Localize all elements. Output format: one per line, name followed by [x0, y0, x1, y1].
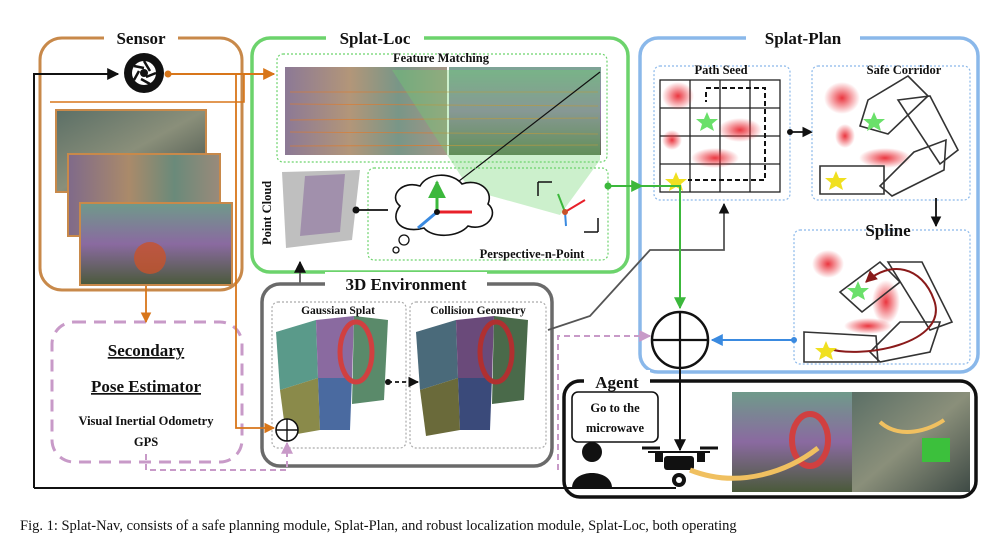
command-line-2: microwave [586, 421, 645, 435]
secondary-pose-estimator: Secondary Pose Estimator Visual Inertial… [50, 320, 244, 464]
collision-geometry-image [416, 316, 528, 436]
render-image [449, 67, 601, 155]
gaussian-splat-panel [271, 301, 407, 449]
secondary-to-sum-arrow [557, 330, 652, 470]
corridor-goal-star-icon [863, 112, 885, 131]
environment-title-bg [325, 272, 487, 296]
cloud-connector-dot [352, 206, 360, 214]
agent-module: Agent Go to the microwave [562, 370, 978, 499]
spline-start-star-icon [815, 341, 837, 360]
user-person-icon [572, 442, 612, 488]
sensor-module: Sensor [38, 27, 244, 292]
camera-pose-axes-icon [537, 181, 599, 233]
pnp-label: Perspective-n-Point [480, 247, 586, 261]
path-seed-label: Path Seed [694, 63, 747, 77]
agent-view-ring [789, 411, 831, 469]
pnp-panel [367, 167, 609, 261]
camera-shutter-icon [124, 53, 164, 93]
frustum-edge [449, 71, 601, 189]
loc-to-sum-arrow [626, 185, 686, 310]
splat-plan-title: Splat-Plan [765, 29, 842, 48]
gaussian-blob-3 [691, 148, 739, 168]
safe-corridor-panel [811, 65, 971, 201]
splat-plan-module: Splat-Plan Path Seed Safe Corridor [638, 26, 980, 374]
thought-bubble-2 [392, 246, 400, 254]
command-line-1: Go to the [590, 401, 640, 415]
agent-trajectory-yellow-2 [878, 418, 946, 434]
secondary-item-vio: Visual Inertial Odometry [79, 414, 215, 428]
corridor-blob-3 [835, 124, 855, 148]
agent-frame [562, 379, 978, 499]
table-in-image [134, 242, 166, 274]
collision-geometry-label: Collision Geometry [430, 305, 526, 317]
splat-loc-title-bg [326, 26, 424, 48]
spline-panel [793, 229, 971, 365]
secondary-title-line1: Secondary [108, 341, 185, 360]
point-cloud-label: Point Cloud [260, 181, 274, 245]
start-star-icon [665, 172, 687, 191]
environment-title: 3D Environment [345, 275, 466, 294]
command-bubble [571, 391, 659, 443]
agent-trajectory-yellow [689, 446, 820, 481]
env-sum-junction-icon [275, 418, 299, 442]
agent-title-bg [584, 370, 650, 392]
env-to-plan-arrow [547, 202, 730, 331]
sensor-title: Sensor [116, 29, 166, 48]
sensor-images-bracket [50, 74, 245, 103]
agent-title: Agent [595, 373, 639, 392]
spline-goal-star-icon [847, 281, 869, 300]
arrow-splat-dot [385, 379, 391, 385]
main-sum-junction-icon [650, 310, 710, 370]
spline-out-dot [791, 337, 797, 343]
seed-path [688, 87, 766, 181]
secondary-title-line2: Pose Estimator [91, 377, 201, 396]
gaussian-blob-1 [662, 82, 694, 110]
spline-label: Spline [865, 221, 911, 240]
corridor-blob-2 [859, 148, 911, 168]
arrow-seed-dot [787, 129, 793, 135]
gaussian-blob-2 [718, 118, 762, 142]
spline-blob-3 [844, 318, 892, 334]
gaussian-splat-image [276, 316, 388, 436]
splat-loc-title: Splat-Loc [340, 29, 411, 48]
safe-corridor-label: Safe Corridor [867, 63, 942, 77]
secondary-item-gps: GPS [134, 435, 158, 449]
drone-icon [642, 446, 718, 487]
spline-blob-1 [812, 250, 844, 278]
splat-loc-module: Splat-Loc Feature Matching Point Cloud P… [250, 26, 630, 274]
feedback-line-to-sensor [33, 68, 120, 488]
corridor-start-star-icon [825, 171, 847, 190]
path-seed-panel [653, 65, 791, 201]
corridor-polytopes [819, 74, 960, 197]
environment-module: 3D Environment Gaussian Splat Collision … [260, 272, 554, 468]
collision-geometry-panel [409, 301, 547, 449]
gaussian-blob-4 [662, 130, 682, 150]
secondary-frame [50, 320, 244, 464]
spline-blob-2 [872, 280, 900, 324]
sensor-out-dot [164, 70, 172, 78]
loc-out-dot [604, 182, 612, 190]
corridor-blob-1 [824, 82, 860, 114]
figure-caption: Fig. 1: Splat-Nav, consists of a safe pl… [20, 518, 737, 533]
goal-star-icon [696, 112, 718, 131]
splat-plan-title-bg [746, 26, 860, 48]
microwave-target-box [922, 438, 950, 462]
thought-cloud [394, 174, 494, 237]
feature-matching-label: Feature Matching [393, 51, 490, 65]
secondary-to-env-arrow [145, 441, 293, 471]
gaussian-splat-label: Gaussian Splat [301, 305, 375, 317]
spline-trajectory [825, 268, 937, 353]
pose-axes-icon [417, 180, 472, 230]
query-image [285, 67, 447, 155]
thought-bubble-1 [398, 234, 410, 246]
match-lines [289, 91, 599, 147]
point-cloud-image [282, 170, 360, 248]
sensor-to-env-arrow [235, 74, 276, 434]
view-frustum [392, 70, 600, 215]
agent-view-image-2 [852, 392, 970, 492]
sensor-title-bg [104, 27, 178, 49]
